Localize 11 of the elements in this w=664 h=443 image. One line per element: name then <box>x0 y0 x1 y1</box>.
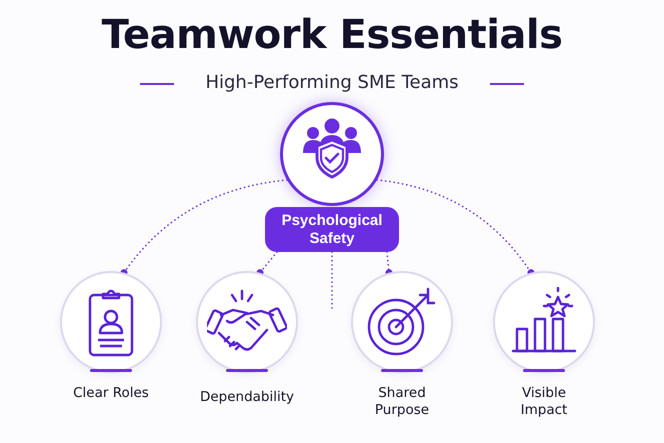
dotted-connector <box>386 251 392 276</box>
node-label: Dependability <box>198 389 296 406</box>
node-label: Shared Purpose <box>374 385 430 419</box>
node-label: Visible Impact <box>520 385 568 419</box>
subtitle: High-Performing SME Teams <box>204 72 460 93</box>
node-label: Clear Roles <box>72 385 150 402</box>
dotted-connector <box>376 179 534 276</box>
title-pill: Psychological Safety <box>265 207 399 252</box>
dotted-connector <box>256 251 278 276</box>
dotted-connector <box>120 179 288 276</box>
title: Teamwork Essentials <box>100 12 564 58</box>
